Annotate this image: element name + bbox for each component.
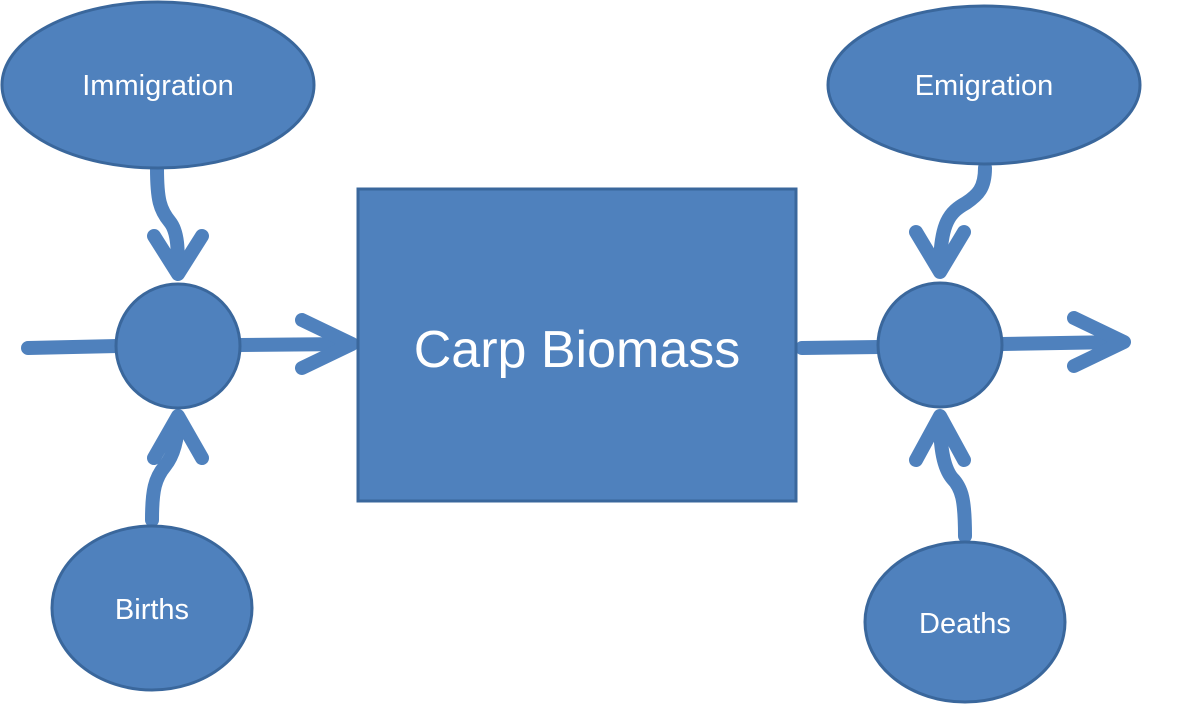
connectors: [21, 161, 1131, 543]
inflow-valve[interactable]: [114, 282, 242, 410]
outflow-sink-line: [995, 335, 1127, 351]
immigration-label: Immigration: [82, 70, 234, 102]
emigration-ellipse[interactable]: [826, 4, 1142, 166]
deaths-ellipse[interactable]: [863, 540, 1067, 704]
stock-to-outflow-line: [795, 340, 887, 355]
deaths-connector: [933, 411, 972, 543]
emigration-label: Emigration: [915, 70, 1054, 102]
births-connector: [145, 411, 185, 527]
births-label: Births: [115, 594, 189, 626]
emigration-node[interactable]: Emigration: [826, 4, 1142, 166]
inflow-source-line: [21, 339, 125, 355]
births-node[interactable]: Births: [50, 524, 254, 692]
outflow-valve[interactable]: [876, 281, 1004, 409]
emigration-connector: [933, 161, 992, 277]
outflow-sink-arrowhead: [1067, 311, 1131, 373]
deaths-arrowhead: [909, 409, 971, 467]
immigration-node[interactable]: Immigration: [0, 0, 316, 170]
births-ellipse[interactable]: [50, 524, 254, 692]
immigration-connector: [150, 161, 185, 279]
immigration-ellipse[interactable]: [0, 0, 316, 170]
stock-label: Carp Biomass: [414, 321, 741, 379]
emigration-arrowhead: [909, 225, 971, 279]
deaths-label: Deaths: [919, 608, 1011, 640]
stock-node[interactable]: Carp Biomass: [356, 187, 798, 503]
immigration-arrowhead: [147, 229, 209, 281]
inflow-to-stock-line: [233, 337, 357, 352]
deaths-node[interactable]: Deaths: [863, 540, 1067, 704]
births-arrowhead: [147, 409, 209, 465]
inflow-to-stock-arrowhead: [295, 313, 359, 375]
stock-box[interactable]: [356, 187, 798, 503]
